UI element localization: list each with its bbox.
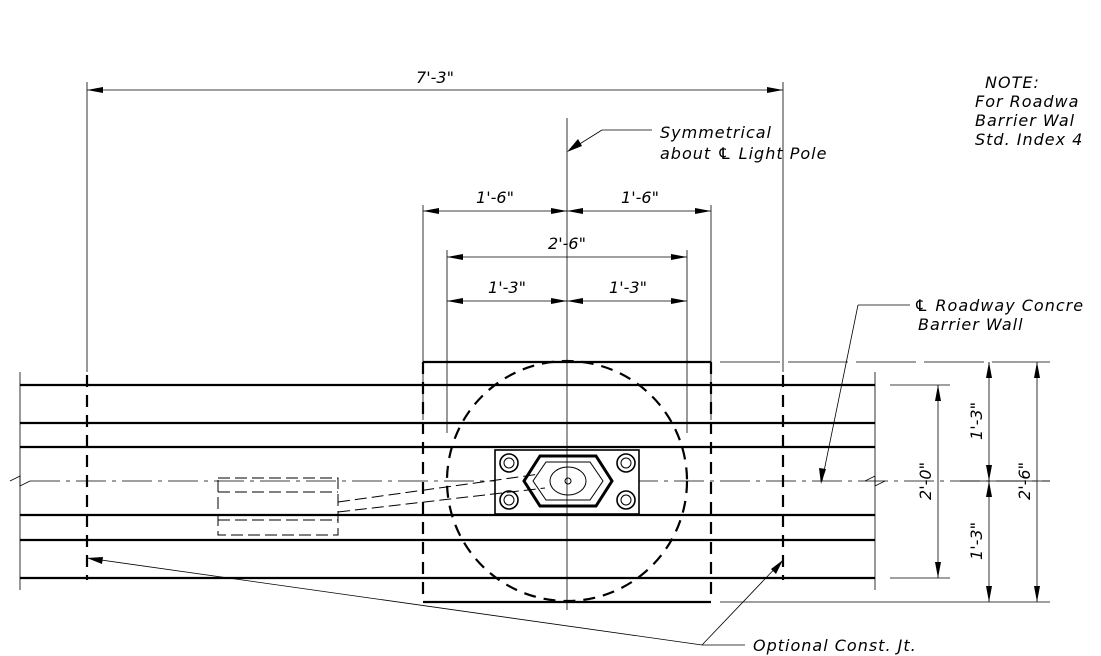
dim-vertical-inner	[935, 385, 941, 578]
dim-middle	[447, 254, 687, 260]
dim-inner-halves	[447, 298, 687, 304]
leader-roadway	[819, 304, 910, 484]
dim-overall-label: 7'-3"	[416, 68, 454, 87]
note-line3: Std. Index 4	[975, 130, 1083, 149]
dim-vertical-lower-label: 1'-3"	[967, 522, 986, 560]
dim-left-outer-label: 1'-6"	[476, 188, 514, 207]
anchor-bolt-icon	[499, 453, 636, 510]
symmetrical-label-line2: about ℄ Light Pole	[660, 144, 827, 163]
vertical-extension-lines	[890, 384, 1050, 579]
dim-right-inner-label: 1'-3"	[609, 278, 647, 297]
dim-vertical-halves	[986, 362, 992, 602]
extension-lines	[86, 82, 784, 433]
dim-vertical-outer	[1034, 362, 1040, 602]
barrier-wall-lines	[9, 372, 886, 590]
dim-left-inner-label: 1'-3"	[488, 278, 526, 297]
dim-overall	[87, 87, 783, 93]
optional-joint-label: Optional Const. Jt.	[753, 636, 917, 655]
roadway-label-line2: Barrier Wall	[918, 315, 1024, 334]
dim-outer-halves	[423, 208, 711, 214]
dim-right-outer-label: 1'-6"	[621, 188, 659, 207]
roadway-label-line1: ℄ Roadway Concre	[914, 296, 1084, 315]
note-line2: Barrier Wal	[975, 111, 1075, 130]
note-line1: For Roadwa	[975, 92, 1079, 111]
note-heading: NOTE:	[985, 73, 1040, 92]
pull-box	[217, 473, 546, 536]
dim-vertical-upper-label: 1'-3"	[967, 402, 986, 440]
leader-symmetrical	[567, 129, 652, 152]
dim-vertical-inner-label: 2'-0"	[916, 462, 935, 500]
leader-optional-joint	[86, 557, 784, 646]
dim-vertical-outer-label: 2'-6"	[1015, 462, 1034, 500]
symmetrical-label-line1: Symmetrical	[660, 123, 772, 142]
dim-middle-label: 2'-6"	[548, 234, 586, 253]
